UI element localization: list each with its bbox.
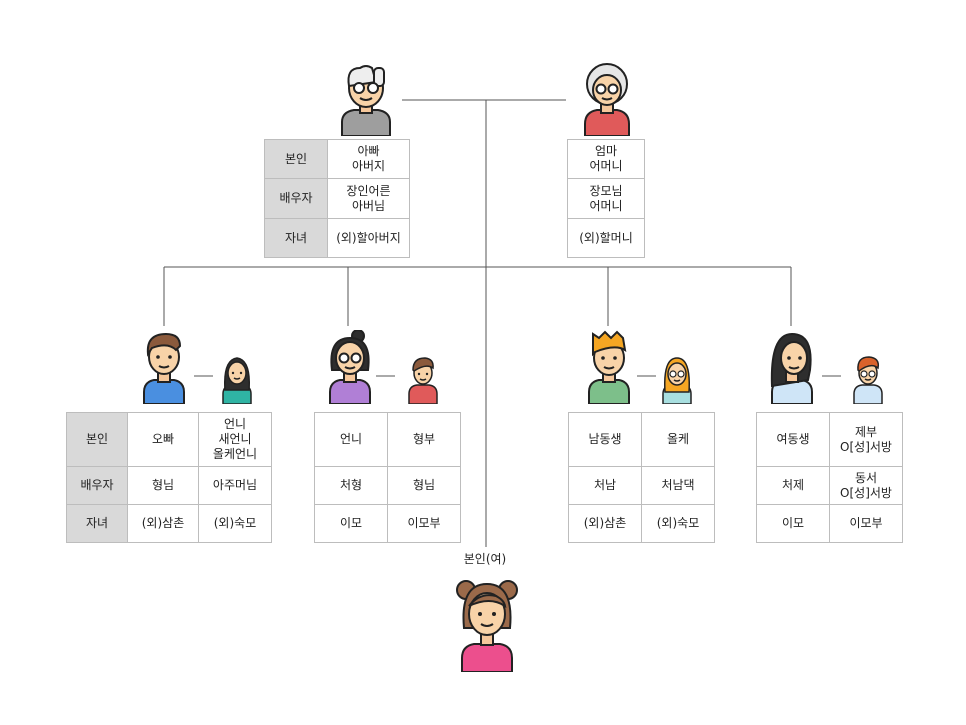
grandmother-child-title: (외)할머니	[567, 218, 645, 258]
older-sister-self-title: 언니	[314, 412, 388, 467]
younger-brother-spouse-spouse-title: 처남댁	[641, 466, 715, 505]
row-label-child: 자녀	[66, 504, 128, 543]
row-label-child: 자녀	[264, 218, 328, 258]
grandmother-table: 엄마 어머니 장모님 어머니 (외)할머니	[567, 139, 645, 258]
younger-sister-avatar-icon	[770, 332, 813, 404]
younger-brother-avatar-icon	[588, 330, 630, 404]
older-brother-spouse-spouse-title: 아주머님	[198, 466, 272, 505]
younger-sister-spouse-spouse-title: 동서 O[성]서방	[829, 466, 903, 505]
younger-brother-spouse-self-title: 올케	[641, 412, 715, 467]
grandmother-avatar-icon	[584, 63, 630, 136]
row-label-spouse: 배우자	[264, 178, 328, 219]
older-brother-self-title: 오빠	[127, 412, 199, 467]
younger-brother-spouse-avatar-icon	[662, 357, 692, 404]
grandmother-self-title: 엄마 어머니	[567, 139, 645, 179]
me-label: 본인(여)	[463, 552, 507, 566]
older-brother-child-title: (외)삼촌	[127, 504, 199, 543]
younger-sister-spouse-child-title: 이모부	[829, 504, 903, 543]
younger-brother-spouse-child-title: (외)숙모	[641, 504, 715, 543]
grandmother-spouse-title: 장모님 어머니	[567, 178, 645, 219]
older-sister-avatar-icon	[329, 330, 371, 404]
older-brother-table: 본인 오빠 언니 새언니 올케언니 배우자 형님 아주머님 자녀 (외)삼촌 (…	[66, 412, 272, 543]
younger-sister-self-title: 여동생	[756, 412, 830, 467]
older-sister-spouse-avatar-icon	[408, 357, 438, 404]
grandfather-self-title: 아빠 아버지	[327, 139, 410, 179]
younger-sister-spouse-title: 처제	[756, 466, 830, 505]
older-sister-child-title: 이모	[314, 504, 388, 543]
older-brother-spouse-child-title: (외)숙모	[198, 504, 272, 543]
grandfather-spouse-title: 장인어른 아버님	[327, 178, 410, 219]
grandfather-child-title: (외)할아버지	[327, 218, 410, 258]
older-sister-spouse-title: 처형	[314, 466, 388, 505]
older-brother-spouse-title: 형님	[127, 466, 199, 505]
row-label-spouse: 배우자	[66, 466, 128, 505]
older-brother-spouse-avatar-icon	[222, 357, 252, 404]
row-label-self: 본인	[66, 412, 128, 467]
row-label-self: 본인	[264, 139, 328, 179]
younger-sister-child-title: 이모	[756, 504, 830, 543]
older-brother-spouse-self-title: 언니 새언니 올케언니	[198, 412, 272, 467]
younger-brother-self-title: 남동생	[568, 412, 642, 467]
older-sister-spouse-spouse-title: 형님	[387, 466, 461, 505]
older-sister-spouse-child-title: 이모부	[387, 504, 461, 543]
younger-brother-spouse-title: 처남	[568, 466, 642, 505]
older-brother-avatar-icon	[143, 332, 185, 404]
grandfather-avatar-icon	[341, 65, 391, 136]
younger-brother-child-title: (외)삼촌	[568, 504, 642, 543]
younger-sister-spouse-avatar-icon	[853, 356, 883, 404]
older-sister-spouse-self-title: 형부	[387, 412, 461, 467]
younger-sister-spouse-self-title: 제부 O[성]서방	[829, 412, 903, 467]
me-avatar-icon	[456, 580, 518, 672]
